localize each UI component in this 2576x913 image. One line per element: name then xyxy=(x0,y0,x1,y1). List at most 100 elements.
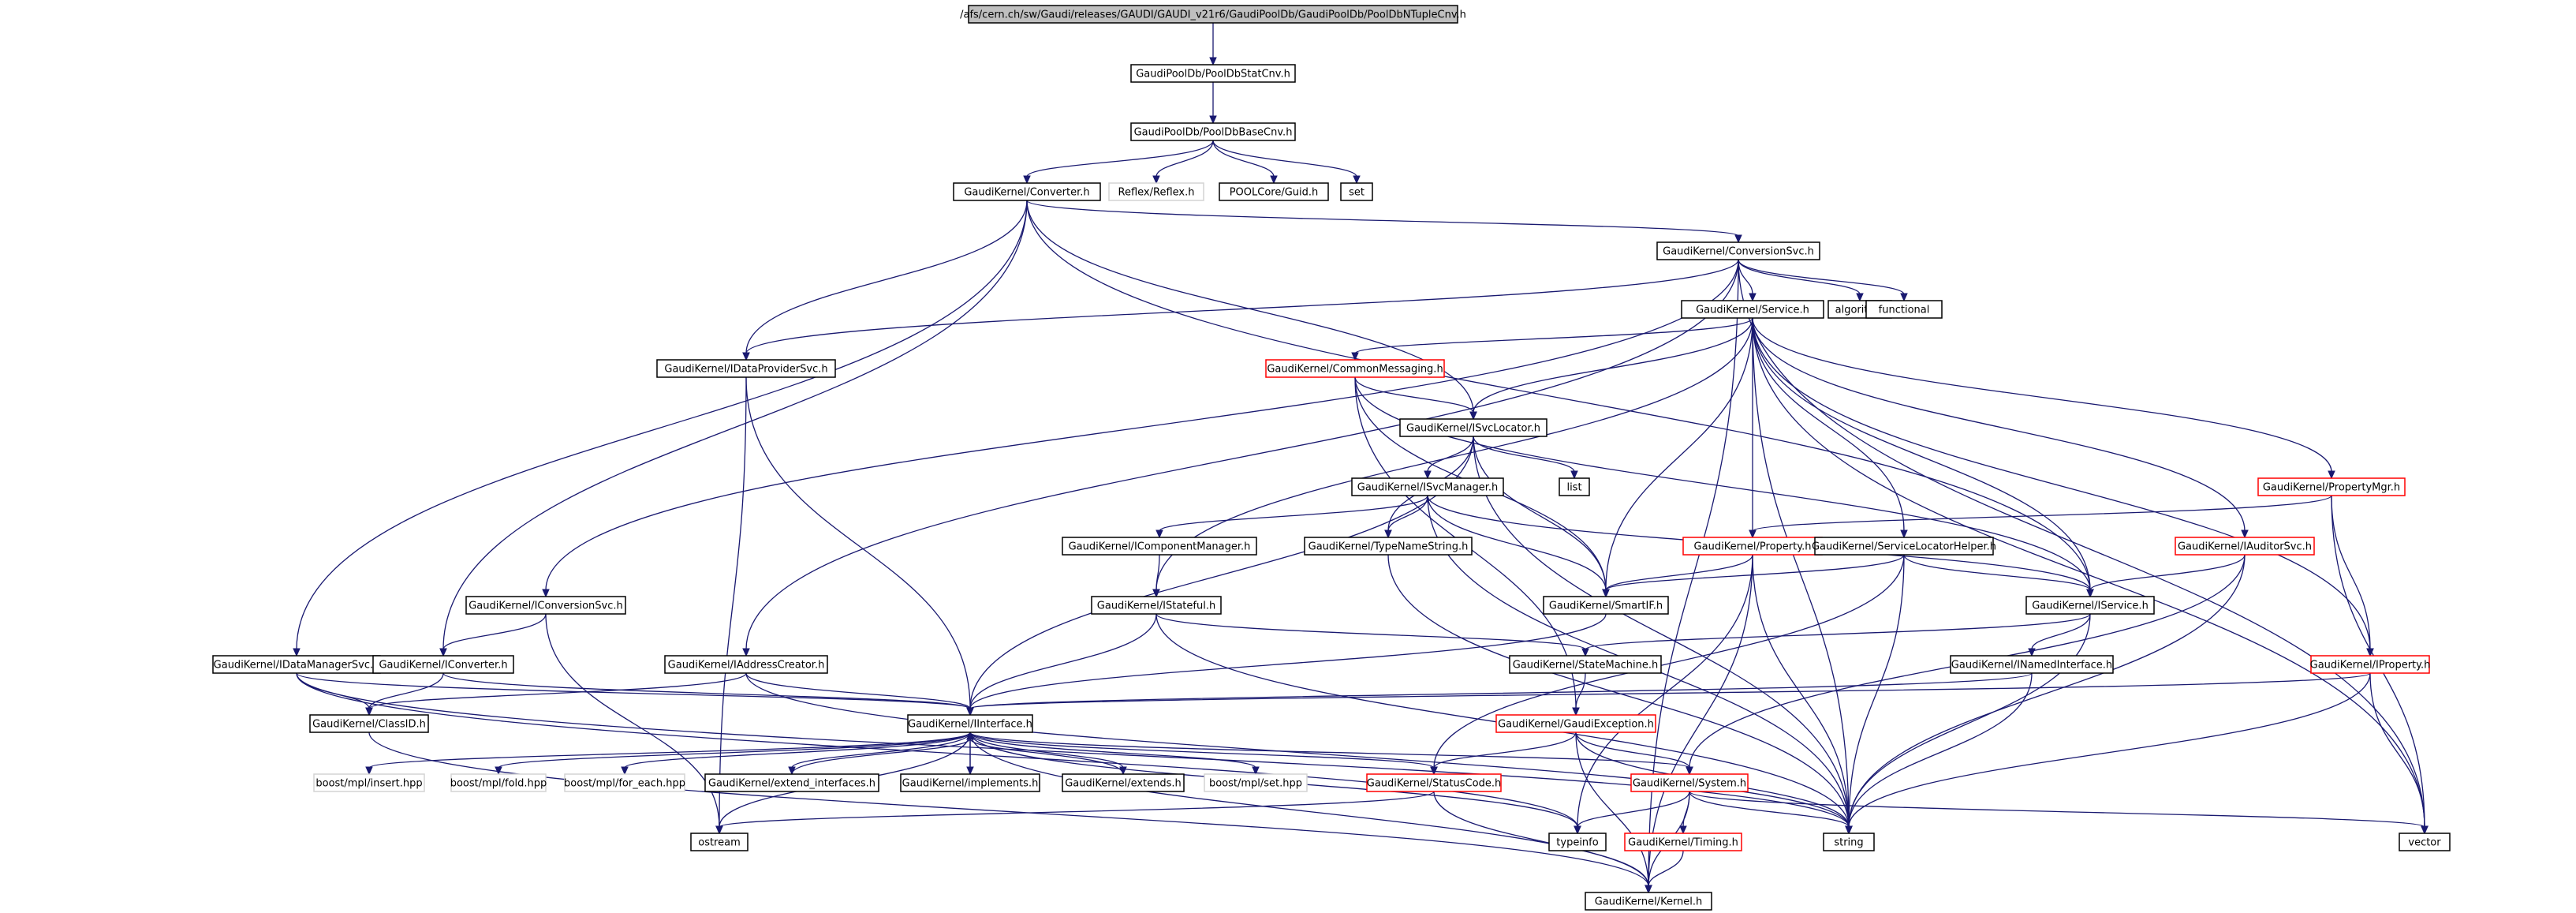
node-basecnv[interactable]: GaudiPoolDb/PoolDbBaseCnv.h xyxy=(1130,122,1296,141)
node-typeinfo[interactable]: typeinfo xyxy=(1548,833,1607,851)
node-statcnv[interactable]: GaudiPoolDb/PoolDbStatCnv.h xyxy=(1130,64,1296,83)
edge-convsvc-to-functional xyxy=(1738,259,1908,302)
node-box xyxy=(1681,300,1824,319)
edge-timing-to-kernel xyxy=(1645,850,1684,894)
node-box xyxy=(1950,655,2114,674)
node-box xyxy=(968,5,1458,24)
node-kernel[interactable]: GaudiKernel/Kernel.h xyxy=(1585,892,1712,911)
node-statemachine[interactable]: GaudiKernel/StateMachine.h xyxy=(1509,655,1662,674)
node-box xyxy=(953,182,1101,201)
node-converter[interactable]: GaudiKernel/Converter.h xyxy=(953,182,1101,201)
node-svclochelper[interactable]: GaudiKernel/ServiceLocatorHelper.h xyxy=(1812,537,1996,556)
node-label: vector xyxy=(2408,837,2441,849)
node-fold[interactable]: boost/mpl/fold.hpp xyxy=(450,773,547,792)
node-box xyxy=(1865,300,1943,319)
edge-iconverter-to-iinterface xyxy=(442,672,974,717)
node-isvcmgr[interactable]: GaudiKernel/ISvcManager.h xyxy=(1351,477,1504,496)
node-iinterface[interactable]: GaudiKernel/IInterface.h xyxy=(907,714,1033,733)
edge-inamed-to-iinterface xyxy=(966,672,2033,717)
node-label: GaudiKernel/IComponentManager.h xyxy=(1069,541,1251,553)
node-extifaces[interactable]: GaudiKernel/extend_interfaces.h xyxy=(704,773,879,792)
node-box xyxy=(1656,241,1820,260)
node-foreach[interactable]: boost/mpl/for_each.hpp xyxy=(564,773,685,792)
edge-gaudiexc-to-kernel xyxy=(1575,732,1652,894)
node-property[interactable]: GaudiKernel/Property.h xyxy=(1682,537,1823,556)
node-reflex[interactable]: Reflex/Reflex.h xyxy=(1108,182,1204,201)
edge-service-to-propmgr xyxy=(1752,317,2335,480)
node-commonmsg[interactable]: GaudiKernel/CommonMessaging.h xyxy=(1265,359,1445,378)
node-iconvsvc[interactable]: GaudiKernel/IConversionSvc.h xyxy=(465,596,626,615)
node-label: GaudiKernel/SmartIF.h xyxy=(1549,601,1663,612)
node-statuscode[interactable]: GaudiKernel/StatusCode.h xyxy=(1366,773,1502,792)
node-box xyxy=(1366,773,1502,792)
node-idataprov[interactable]: GaudiKernel/IDataProviderSvc.h xyxy=(656,359,836,378)
node-box xyxy=(2310,655,2430,674)
node-label: GaudiKernel/extend_interfaces.h xyxy=(708,778,875,790)
edge-converter-to-idataprov xyxy=(742,200,1028,361)
node-smartif[interactable]: GaudiKernel/SmartIF.h xyxy=(1543,596,1669,615)
edge-converter-to-iconverter xyxy=(439,200,1028,657)
node-set[interactable]: set xyxy=(1340,182,1373,201)
node-inamed[interactable]: GaudiKernel/INamedInterface.h xyxy=(1950,655,2114,674)
node-layer: /afs/cern.ch/sw/Gaudi/releases/GAUDI/GAU… xyxy=(212,5,2451,911)
node-label: GaudiKernel/System.h xyxy=(1633,778,1746,790)
node-idatamgr[interactable]: GaudiKernel/IDataManagerSvc.h xyxy=(212,655,381,674)
edge-system-to-string xyxy=(1689,791,1853,835)
edge-isvcloc-to-list xyxy=(1473,436,1578,480)
node-label: Reflex/Reflex.h xyxy=(1118,187,1195,199)
node-box xyxy=(664,655,828,674)
node-iaddrcreator[interactable]: GaudiKernel/IAddressCreator.h xyxy=(664,655,828,674)
node-list[interactable]: list xyxy=(1559,477,1590,496)
node-label: GaudiKernel/ConversionSvc.h xyxy=(1663,246,1814,258)
node-label: boost/mpl/set.hpp xyxy=(1209,778,1302,790)
node-label: GaudiKernel/Property.h xyxy=(1694,541,1812,553)
edge-statcnv-to-basecnv xyxy=(1209,81,1217,125)
node-iconverter[interactable]: GaudiKernel/IConverter.h xyxy=(372,655,514,674)
node-implements[interactable]: GaudiKernel/implements.h xyxy=(900,773,1040,792)
node-box xyxy=(1351,477,1504,496)
node-label: GaudiKernel/ServiceLocatorHelper.h xyxy=(1812,541,1996,553)
node-label: GaudiKernel/ISvcManager.h xyxy=(1357,482,1498,494)
node-mplset[interactable]: boost/mpl/set.hpp xyxy=(1204,773,1308,792)
node-iauditor[interactable]: GaudiKernel/IAuditorSvc.h xyxy=(2175,537,2315,556)
node-typename[interactable]: GaudiKernel/TypeNameString.h xyxy=(1304,537,1473,556)
edge-svclochelper-to-string xyxy=(1845,554,1905,835)
edge-iinterface-to-foreach xyxy=(621,732,971,776)
edge-service-to-svclochelper xyxy=(1752,317,1908,539)
node-insert[interactable]: boost/mpl/insert.hpp xyxy=(313,773,425,792)
edge-iservice-to-statemachine xyxy=(1581,613,2091,657)
node-iproperty[interactable]: GaudiKernel/IProperty.h xyxy=(2310,655,2431,674)
node-system[interactable]: GaudiKernel/System.h xyxy=(1630,773,1749,792)
node-convsvc[interactable]: GaudiKernel/ConversionSvc.h xyxy=(1656,241,1820,260)
node-gaudiexc[interactable]: GaudiKernel/GaudiException.h xyxy=(1495,714,1656,733)
node-guid[interactable]: POOLCore/Guid.h xyxy=(1219,182,1329,201)
node-service[interactable]: GaudiKernel/Service.h xyxy=(1681,300,1824,319)
edge-extends-to-iinterface xyxy=(966,731,1124,775)
node-timing[interactable]: GaudiKernel/Timing.h xyxy=(1624,833,1742,851)
node-string[interactable]: string xyxy=(1823,833,1875,851)
node-propmgr[interactable]: GaudiKernel/PropertyMgr.h xyxy=(2257,477,2406,496)
node-vector[interactable]: vector xyxy=(2399,833,2451,851)
edge-service-to-vector xyxy=(1752,317,2429,835)
node-box xyxy=(704,773,879,792)
edge-svclochelper-to-statuscode xyxy=(1430,554,1905,776)
node-box xyxy=(1130,122,1296,141)
node-icompmgr[interactable]: GaudiKernel/IComponentManager.h xyxy=(1062,537,1257,556)
node-box xyxy=(1304,537,1473,556)
node-iservice[interactable]: GaudiKernel/IService.h xyxy=(2025,596,2155,615)
node-label: GaudiKernel/IInterface.h xyxy=(908,719,1032,731)
node-functional[interactable]: functional xyxy=(1865,300,1943,319)
edge-iaddrcreator-to-iinterface xyxy=(745,672,974,717)
node-classid[interactable]: GaudiKernel/ClassID.h xyxy=(309,714,429,733)
node-ostream[interactable]: ostream xyxy=(690,833,749,851)
node-box xyxy=(2025,596,2155,615)
node-root[interactable]: /afs/cern.ch/sw/Gaudi/releases/GAUDI/GAU… xyxy=(960,5,1466,24)
node-box xyxy=(1630,773,1749,792)
edge-isvcloc-to-smartif xyxy=(1473,436,1610,598)
node-isvcloc[interactable]: GaudiKernel/ISvcLocator.h xyxy=(1399,418,1547,437)
node-box xyxy=(1509,655,1662,674)
node-label: boost/mpl/insert.hpp xyxy=(315,778,422,790)
node-extends[interactable]: GaudiKernel/extends.h xyxy=(1062,773,1185,792)
node-istateful[interactable]: GaudiKernel/IStateful.h xyxy=(1091,596,1222,615)
